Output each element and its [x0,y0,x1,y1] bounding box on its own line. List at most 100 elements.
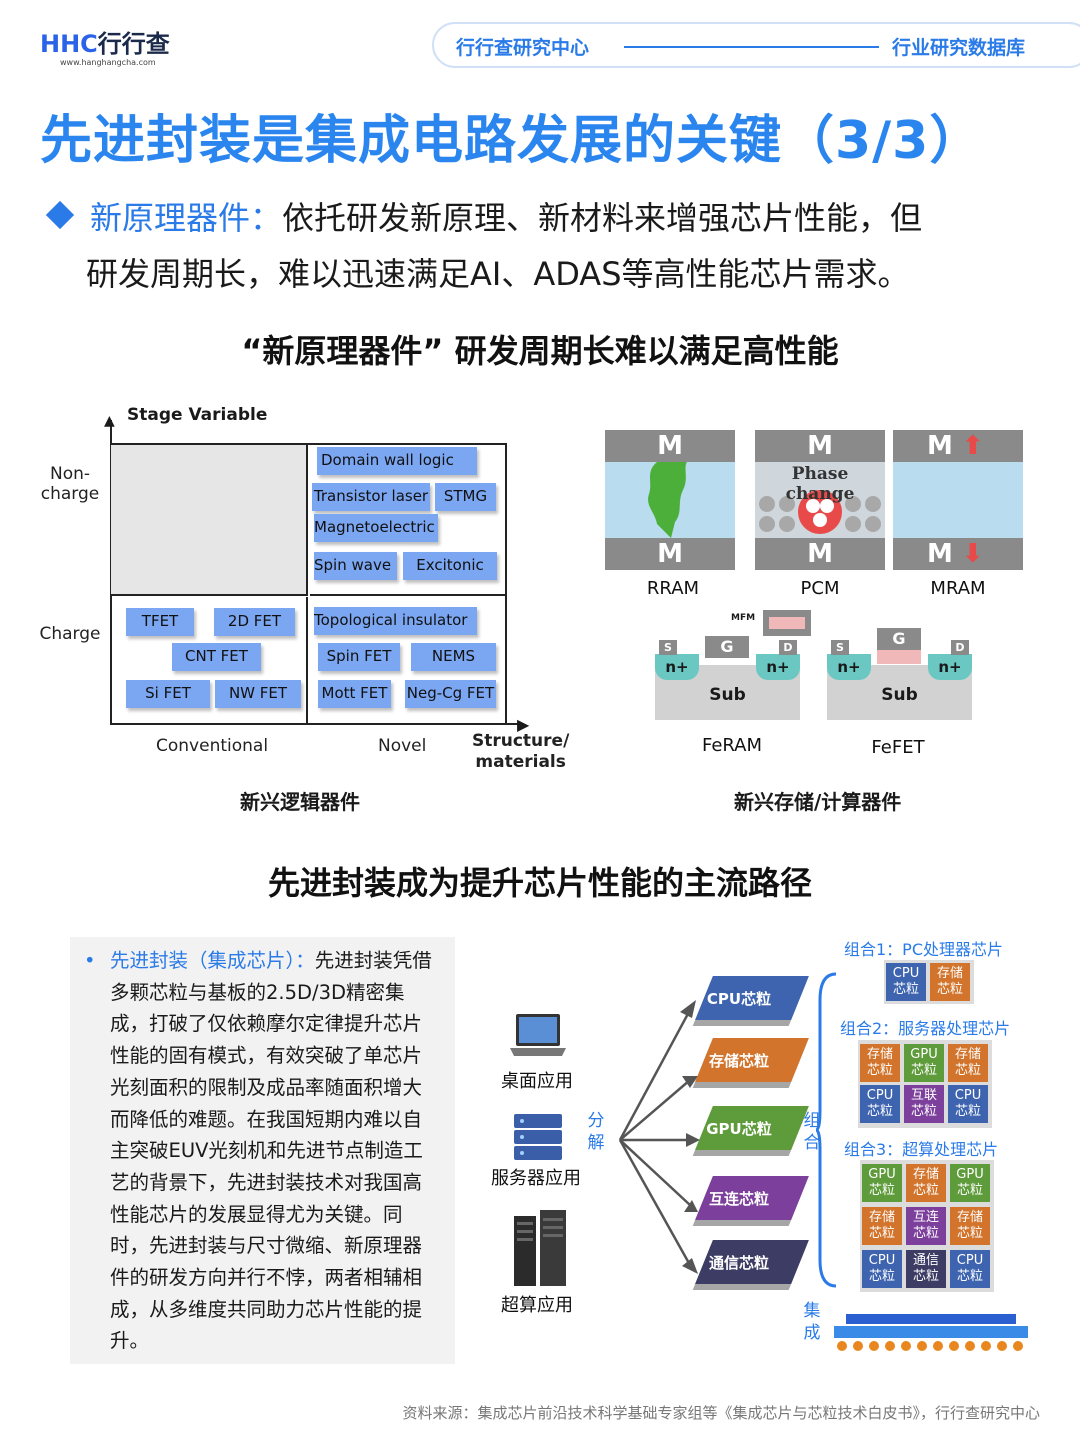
chip-mott-fet: Mott FET [318,680,391,708]
label-desktop-app: 桌面应用 [501,1071,573,1092]
rram-layer [605,462,735,538]
integrate-label: 集 成 [803,1301,821,1343]
up-arrow-icon: ⬆ [961,431,984,461]
combine-label: 组 合 [803,1111,821,1153]
section-title-new-devices: “新原理器件” 研发周期长难以满足高性能 [241,332,839,370]
fefet-device: Sub n+ n+ S D G [827,610,972,720]
fefet-gate: G [877,628,921,650]
group3-tile-cpu-2: CPU 芯粒 [950,1250,990,1288]
mram-cell: M ⬆ M ⬇ [893,430,1023,570]
phase-change-balls-icon [759,490,881,534]
pcm-layer: Phase change [755,462,885,538]
x-axis-title: Structure/ materials [472,731,570,772]
emerging-logic-chart: ▲ Stage Variable ▶ Non- charge Charge Co… [30,400,569,780]
phase-change-text: Phase change [785,464,855,504]
mram-top-electrode: M ⬆ [893,430,1023,462]
feram-device: Sub n+ n+ S D G MFM [655,610,811,720]
label-server-app: 服务器应用 [491,1168,581,1189]
chip-tfet: TFET [126,608,194,636]
quadrant-conventional-charge [111,597,308,723]
combine-brace-icon [815,972,837,1288]
package-substrate-icon [834,1314,1028,1351]
server-icon [514,1114,562,1160]
logo-text: HHC [40,30,98,58]
chiplet-integration-diagram: 桌面应用 服务器应用 超算应用 分 解 CPU芯粒 存储芯粒 GPU芯粒 互连芯… [470,930,1070,1370]
group1-tile-cpu: CPU 芯粒 [886,963,926,1001]
intro-keyword: 新原理器件： [90,199,283,237]
logo-url: www.hanghangcha.com [60,58,156,67]
feram-drain-region: n+ [756,654,800,680]
decompose-label: 分 解 [587,1111,605,1153]
y-axis-title: Stage Variable [127,405,268,425]
y-axis-arrow-icon: ▲ [104,413,115,429]
y-label-noncharge: Non- charge [40,464,100,504]
chip-stmg: STMG [435,483,496,511]
group1-tile-memory: 存储 芯粒 [930,963,970,1001]
group2-tile-memory-1: 存储 芯粒 [860,1044,900,1082]
decompose-arrows-icon [618,1000,700,1274]
chip-si-fet: Si FET [126,680,210,708]
mram-top-m: M [927,431,953,461]
fefet-drain-region: n+ [928,654,972,680]
advanced-packaging-description: • 先进封装（集成芯片）：先进封装凭借多颗芯粒与基板的2.5D/3D精密集成，打… [70,937,455,1364]
chip-neg-cg-fet: Neg-Cg FET [405,680,496,708]
pcm-cell: Phase change M M [755,430,885,570]
group1-title: 组合1：PC处理器芯片 [844,940,1004,959]
group3-tile-communication: 通信 芯粒 [906,1250,946,1288]
chip-excitonic: Excitonic [403,552,497,580]
y-label-charge: Charge [39,624,101,644]
research-center-label: 行行查研究中心 [456,37,590,59]
chip-spin-wave: Spin wave [314,552,397,580]
feram-drain-contact: D [779,640,797,655]
mfm-ferroelectric-layer [769,617,805,629]
chip-2d-fet: 2D FET [214,608,295,636]
group2-tile-memory-2: 存储 芯粒 [948,1044,988,1082]
description-body: 先进封装凭借多颗芯粒与基板的2.5D/3D精密集成，打破了仅依赖摩尔定律提升芯片… [110,949,432,1353]
die-cpu-label: CPU芯粒 [706,990,772,1008]
mram-bottom-electrode: M ⬇ [893,538,1023,570]
diamond-bullet-icon [45,200,75,230]
label-mram: MRAM [930,578,986,599]
group3-tile-gpu-2: GPU 芯粒 [950,1164,990,1202]
chip-topological-insulator: Topological insulator [314,607,477,635]
chip-nems: NEMS [411,643,496,671]
rram-top-electrode: M [605,430,735,462]
group3-tile-interconnect: 互连 芯粒 [906,1207,946,1245]
feram-source-contact: S [659,640,677,655]
chip-transistor-laser: Transistor laser [312,483,430,511]
die-gpu-label: GPU芯粒 [706,1120,772,1138]
intro-line2: 研发周期长，难以迅速满足AI、ADAS等高性能芯片需求。 [86,255,910,293]
rram-cell: M M [605,430,735,570]
fefet-source-region: n+ [827,654,871,680]
group3-tile-memory-1: 存储 芯粒 [906,1164,946,1202]
database-label: 行业研究数据库 [892,37,1026,59]
page-title: 先进封装是集成电路发展的关键（3/3） [40,111,983,171]
intro-line1: 依托研发新原理、新材料来增强芯片性能，但 [282,199,923,237]
label-feram: FeRAM [701,735,763,756]
intro-paragraph: 新原理器件：依托研发新原理、新材料来增强芯片性能，但 研发周期长，难以迅速满足A… [45,190,1056,302]
fefet-ferroelectric-layer [877,650,921,664]
fefet-source-contact: S [831,640,849,655]
group2-tile-gpu: GPU 芯粒 [904,1044,944,1082]
group2-title: 组合2：服务器处理芯片 [840,1019,1011,1038]
caption-memory-devices: 新兴存储/计算器件 [734,790,902,814]
chart-frame [111,443,507,723]
label-rram: RRAM [646,578,700,599]
mram-layer [893,462,1023,538]
source-note: 资料来源：集成芯片前沿技术科学基础专家组等《集成芯片与芯粒技术白皮书》，行行查研… [402,1404,1040,1422]
chip-spin-fet: Spin FET [318,643,400,671]
mfm-label: MFM [731,613,756,623]
rram-bottom-electrode: M [605,538,735,570]
description-keyword: 先进封装（集成芯片）： [110,949,315,972]
group2-tile-cpu-2: CPU 芯粒 [948,1085,988,1123]
brand-logo: HHC行行查 www.hanghangcha.com [40,30,190,74]
label-pcm: PCM [800,578,840,599]
group3-tile-memory-3: 存储 芯粒 [950,1207,990,1245]
down-arrow-icon: ⬇ [961,539,984,569]
group2-tile-interconnect: 互联 芯粒 [904,1085,944,1123]
group2-tile-cpu-1: CPU 芯粒 [860,1085,900,1123]
group3-tile-gpu-1: GPU 芯粒 [862,1164,902,1202]
header-divider-line [624,46,879,48]
chip-nw-fet: NW FET [215,680,301,708]
group3-title: 组合3：超算处理芯片 [844,1140,999,1159]
